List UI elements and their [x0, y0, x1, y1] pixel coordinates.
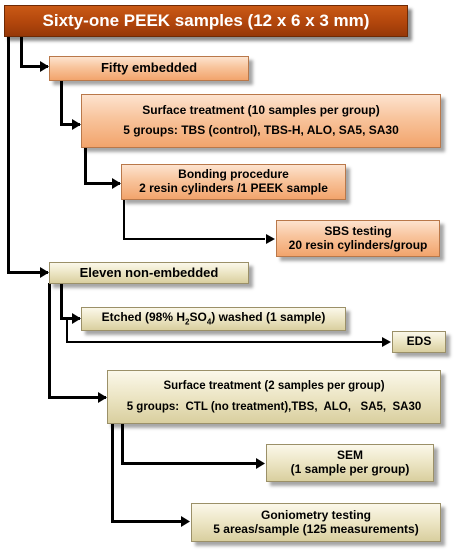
bonding-line1: Bonding procedure [178, 167, 289, 182]
root-box: Sixty-one PEEK samples (12 x 6 x 3 mm) [4, 5, 408, 37]
bonding-procedure-box: Bonding procedure 2 resin cylinders /1 P… [121, 164, 346, 200]
arrowhead-sbs [266, 234, 275, 244]
sbs-line1: SBS testing [324, 223, 392, 238]
sbs-testing-box: SBS testing 20 resin cylinders/group [276, 220, 440, 257]
connector-surface1-bonding-v [84, 148, 87, 185]
connector-embedded-surface1-h [60, 123, 80, 126]
connector-surface2-gonio-h [111, 520, 181, 523]
connector-trunk-nonembedded-h [7, 271, 48, 274]
sbs-line2: 20 resin cylinders/group [288, 237, 428, 252]
arrowhead-etched [72, 313, 81, 324]
embedded-box: Fifty embedded [49, 56, 249, 81]
surface-treatment-nonembedded-line2: 5 groups: CTL (no treatment),TBS, ALO, S… [126, 401, 422, 413]
nonembedded-box: Eleven non-embedded [49, 262, 249, 284]
arrowhead-embedded [40, 61, 49, 72]
bonding-line2: 2 resin cylinders /1 PEEK sample [139, 181, 328, 195]
connector-nonembedded-etched-v [60, 283, 63, 320]
arrowhead-surface1 [72, 119, 81, 130]
connector-nonembedded-surface2-h [48, 396, 106, 399]
connector-bonding-sbs-h [123, 238, 265, 240]
connector-surface2-sem-v [121, 424, 124, 465]
arrowhead-sem [256, 458, 265, 469]
surface-treatment-embedded-line2: 5 groups: TBS (control), TBS-H, ALO, SA5… [123, 123, 399, 137]
arrowhead-bonding [112, 178, 121, 189]
root-label: Sixty-one PEEK samples (12 x 6 x 3 mm) [42, 11, 370, 31]
gonio-line1: Goniometry testing [260, 507, 371, 522]
connector-surface2-sem-h [121, 462, 256, 465]
sem-line2: (1 sample per group) [290, 462, 410, 476]
arrowhead-surface2 [98, 392, 107, 403]
etched-box: Etched (98% H2SO4) washed (1 sample) [81, 307, 346, 331]
surface-treatment-nonembedded-box: Surface treatment (2 samples per group) … [107, 370, 441, 424]
surface-treatment-embedded-line1: Surface treatment (10 samples per group) [142, 103, 380, 118]
gonio-line2: 5 areas/sample (125 measurements) [213, 521, 419, 536]
surface-treatment-nonembedded-line1: Surface treatment (2 samples per group) [163, 379, 385, 392]
goniometry-box: Goniometry testing 5 areas/sample (125 m… [191, 503, 441, 542]
connector-nonembedded-eds-h [66, 341, 382, 343]
connector-root-embedded-h [20, 65, 48, 68]
eds-box: EDS [392, 331, 446, 353]
eds-label: EDS [406, 334, 432, 349]
sem-line1: SEM [336, 448, 363, 463]
nonembedded-label: Eleven non-embedded [79, 264, 219, 280]
etched-label: Etched (98% H2SO4) washed (1 sample) [101, 310, 326, 327]
connector-nonembedded-eds-v [66, 320, 68, 343]
connector-nonembedded-etched-h [60, 317, 80, 320]
connector-bonding-sbs-v [123, 200, 125, 240]
embedded-label: Fifty embedded [100, 60, 198, 76]
trunk-main [7, 36, 10, 274]
arrowhead-gonio [181, 516, 190, 527]
connector-root-embedded-v [20, 36, 23, 68]
surface-treatment-embedded-box: Surface treatment (10 samples per group)… [81, 94, 441, 148]
connector-embedded-surface1-v [60, 81, 63, 126]
connector-surface2-gonio-v [111, 424, 114, 523]
sem-box: SEM (1 sample per group) [266, 444, 434, 482]
arrowhead-nonembedded [40, 267, 49, 278]
connector-nonembedded-trunk-v [48, 283, 51, 399]
connector-surface1-bonding-h [84, 182, 120, 185]
arrowhead-eds [382, 337, 391, 347]
